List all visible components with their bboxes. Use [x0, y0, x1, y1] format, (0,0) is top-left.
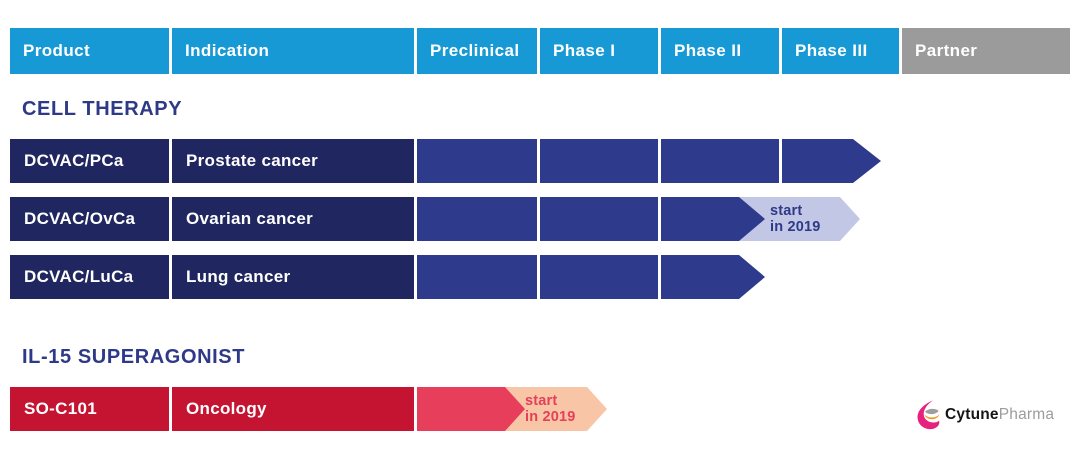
header-cell-preclinical: Preclinical	[417, 28, 537, 74]
header-cell-partner: Partner	[902, 28, 1070, 74]
pipeline-row-so-c101: SO-C101 Oncology start in 2019	[0, 387, 1080, 431]
product-cell: DCVAC/OvCa	[10, 197, 169, 241]
product-cell: SO-C101	[10, 387, 169, 431]
phase-separator	[658, 139, 661, 183]
pipeline-row-dcvac-ovca: DCVAC/OvCa Ovarian cancer start in 2019	[0, 197, 1080, 241]
note-text: start in 2019	[770, 203, 821, 235]
logo-text-cytune: Cytune	[945, 406, 999, 423]
phase-separator	[537, 197, 540, 241]
header-cell-phase-3: Phase III	[782, 28, 899, 74]
pipeline-row-dcvac-pca: DCVAC/PCa Prostate cancer	[0, 139, 1080, 183]
phase-separator	[658, 197, 661, 241]
progress-bar	[417, 387, 525, 431]
phase-separator	[537, 255, 540, 299]
header-cell-product: Product	[10, 28, 169, 74]
progress-bar	[417, 255, 765, 299]
header-cell-indication: Indication	[172, 28, 414, 74]
indication-cell: Prostate cancer	[172, 139, 414, 183]
pipeline-row-dcvac-luca: DCVAC/LuCa Lung cancer	[0, 255, 1080, 299]
indication-cell: Ovarian cancer	[172, 197, 414, 241]
header-cell-phase-1: Phase I	[540, 28, 658, 74]
indication-cell: Lung cancer	[172, 255, 414, 299]
section-title-il15-superagonist: IL-15 SUPERAGONIST	[22, 346, 246, 368]
phase-separator	[537, 139, 540, 183]
logo-text-pharma: Pharma	[998, 406, 1055, 423]
header-cell-phase-2: Phase II	[661, 28, 779, 74]
phase-separator	[658, 255, 661, 299]
cytune-logo-mark-icon	[917, 400, 940, 430]
note-text: start in 2019	[525, 393, 576, 425]
section-title-cell-therapy: CELL THERAPY	[22, 98, 183, 120]
progress-bar	[417, 139, 881, 183]
product-cell: DCVAC/LuCa	[10, 255, 169, 299]
product-cell: DCVAC/PCa	[10, 139, 169, 183]
indication-cell: Oncology	[172, 387, 414, 431]
progress-bar	[417, 197, 765, 241]
phase-separator	[779, 139, 782, 183]
